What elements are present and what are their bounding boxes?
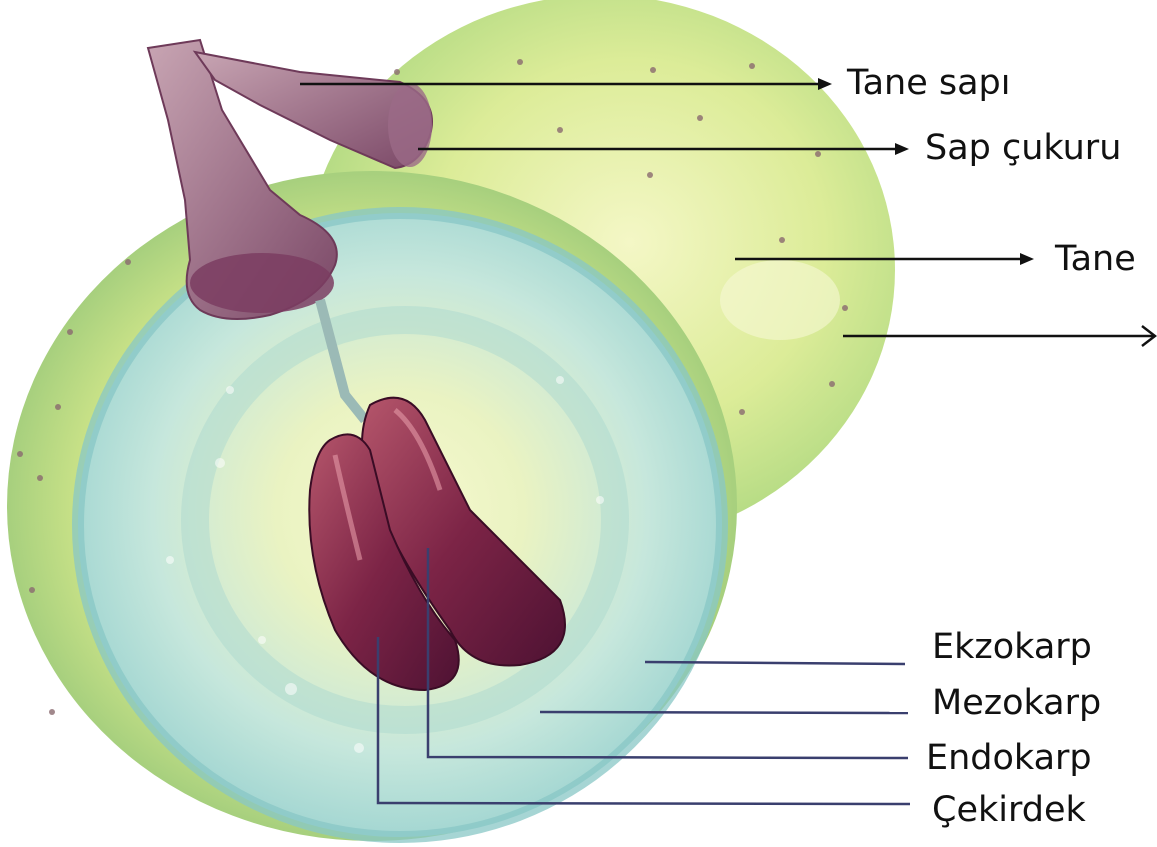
label-ekzokarp: Ekzokarp: [932, 630, 1092, 665]
label-endokarp: Endokarp: [926, 741, 1092, 776]
label-sap-cukuru: Sap çukuru: [925, 131, 1121, 166]
label-mezokarp: Mezokarp: [932, 686, 1101, 721]
label-cekirdek: Çekirdek: [932, 793, 1086, 828]
label-tane-sapi: Tane sapı: [847, 66, 1011, 101]
label-tane: Tane: [1055, 242, 1136, 277]
